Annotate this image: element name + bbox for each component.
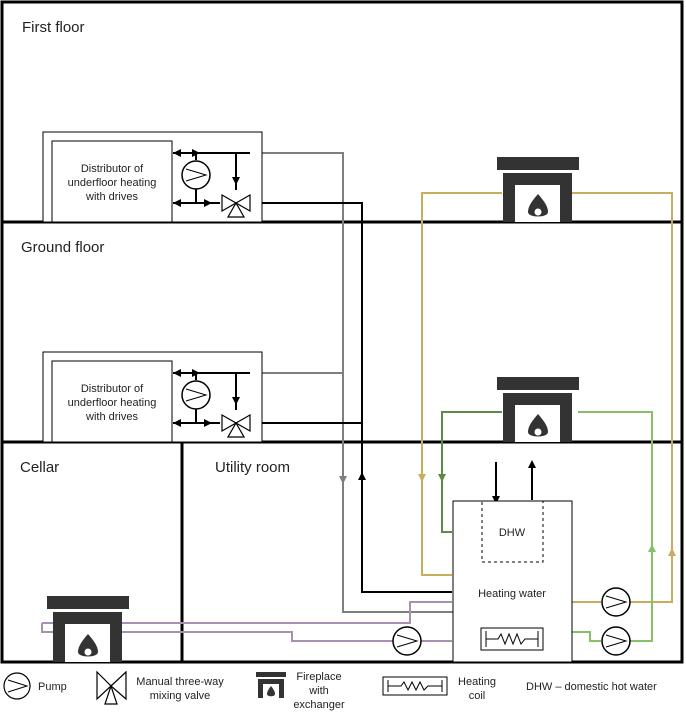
legend-fireplace-label-3: exchanger <box>293 699 345 711</box>
legend-coil-label-2: coil <box>469 690 486 702</box>
gold-pipes <box>418 192 676 603</box>
purple-pipes <box>41 601 452 642</box>
dhw-label: DHW <box>499 527 526 539</box>
outer-wall <box>0 0 684 664</box>
pump-icon <box>601 626 631 656</box>
pump-icon <box>3 672 31 700</box>
black-pipes <box>251 202 536 593</box>
heating-coil-icon <box>480 627 544 651</box>
legend-valve-label-2: mixing valve <box>150 690 211 702</box>
distributor-first-floor: Distributor of underfloor heating with d… <box>42 131 263 223</box>
heating-water-label: Heating water <box>478 588 546 600</box>
mixing-valve-icon <box>221 413 251 438</box>
room-label-cellar: Cellar <box>20 459 59 476</box>
pump-icon <box>392 626 422 656</box>
legend-valve: Manual three-way mixing valve <box>96 670 224 705</box>
legend-valve-label-1: Manual three-way <box>136 676 224 688</box>
legend-pump-label: Pump <box>38 681 67 693</box>
mixing-valve-icon <box>221 193 251 218</box>
storage-tank: DHW Heating water <box>452 500 573 663</box>
distributor-first-line2: underfloor heating <box>68 177 157 189</box>
light-green-pipes <box>572 411 656 642</box>
fireplace-first-floor-icon <box>497 157 579 222</box>
green-pipes <box>438 411 502 533</box>
distributor-ground-line1: Distributor of <box>81 383 144 395</box>
legend-heating-coil: Heating coil <box>382 676 496 702</box>
room-label-first-floor: First floor <box>22 19 85 36</box>
distributor-ground-line3: with drives <box>85 411 138 423</box>
distributor-ground-floor: Distributor of underfloor heating with d… <box>42 351 263 443</box>
heating-coil-icon <box>382 676 448 696</box>
mixing-valve-icon <box>96 670 127 705</box>
pump-icon <box>601 587 631 617</box>
distributor-first-line1: Distributor of <box>81 163 144 175</box>
legend-dhw-note: DHW – domestic hot water <box>526 681 657 693</box>
legend: Pump Manual three-way mixing valve Firep… <box>3 670 657 711</box>
pump-icon <box>181 160 211 190</box>
pump-icon <box>181 380 211 410</box>
room-label-ground-floor: Ground floor <box>21 239 104 256</box>
distributor-ground-line2: underfloor heating <box>68 397 157 409</box>
dhw-tank <box>481 500 544 563</box>
gray-pipes <box>262 152 453 613</box>
legend-fireplace-label-1: Fireplace <box>296 671 341 683</box>
legend-fireplace: Fireplace with exchanger <box>256 671 345 711</box>
legend-pump: Pump <box>3 672 67 700</box>
distributor-first-line3: with drives <box>85 191 138 203</box>
fireplace-ground-floor-icon <box>497 377 579 442</box>
legend-coil-label-1: Heating <box>458 676 496 688</box>
fireplace-icon <box>256 672 286 698</box>
fireplace-cellar-icon <box>47 596 129 662</box>
room-label-utility-room: Utility room <box>215 459 290 476</box>
legend-fireplace-label-2: with <box>308 685 329 697</box>
